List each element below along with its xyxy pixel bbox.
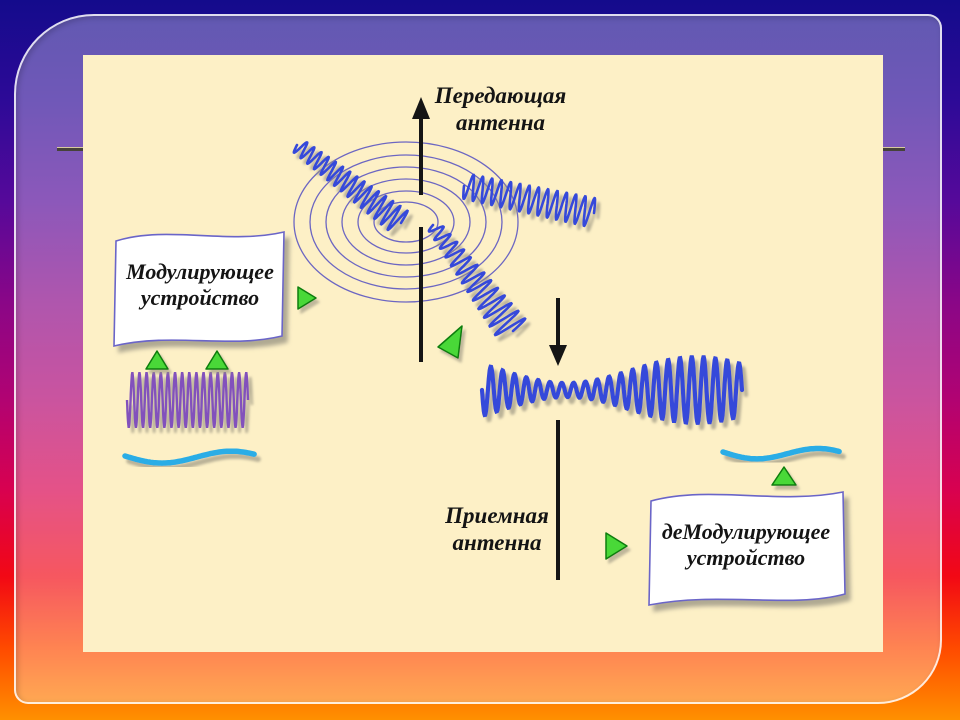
green-arrow-right-icon [297,286,317,310]
radiation-ring [373,201,439,243]
modulated-wave-burst-down [427,223,527,337]
received-modulated-wave [479,355,745,425]
decorative-line-left [57,147,84,151]
radiation-ring [341,178,471,266]
radiation-ring [357,190,455,254]
green-arrow-up-icon [205,350,229,370]
radiation-ring [293,141,519,303]
receiving-antenna-label: Приемная антенна [427,503,567,556]
decorative-line-right [883,147,905,151]
modulator-box-label-line2: устройство [140,284,260,310]
modulated-wave-burst-upper-left [292,140,409,232]
radiation-rings [293,141,519,303]
radiation-ring [325,166,487,278]
diagram-vector-layer [113,97,846,606]
up-arrow-icon [412,97,430,119]
transmitting-antenna-label-line2: антенна [455,109,546,135]
demodulator-box-shape [648,491,846,606]
signal-wave-left [122,448,257,466]
modulated-wave-burst-right [461,173,597,228]
diagram-canvas: Передающая антенна Модулирующее устройст… [83,55,883,652]
demodulator-box-label: деМодулирующее устройство [641,519,851,570]
carrier-wave [125,372,250,428]
modulator-box-shape [113,230,285,348]
green-arrow-up-icon [145,350,169,370]
demodulator-box-label-line2: устройство [686,544,806,570]
signal-wave-right [720,445,842,462]
green-arrow-up-icon [771,466,797,486]
down-arrow-icon [549,345,567,366]
modulator-box-label: Модулирующее устройство [115,259,285,310]
green-arrow-down-left-icon [437,325,463,359]
demodulator-box-label-line1: деМодулирующее [661,519,831,544]
radiation-ring [309,154,503,290]
receiving-antenna [549,298,567,580]
transmitting-antenna-label: Передающая антенна [413,83,588,136]
receiving-antenna-label-line2: антенна [452,529,542,555]
transmitting-antenna-label-line1: Передающая [434,83,567,108]
modulator-box-label-line1: Модулирующее [126,259,274,284]
receiving-antenna-label-line1: Приемная [445,503,549,528]
transmitting-antenna [412,97,430,362]
green-arrow-right-icon [605,532,628,560]
